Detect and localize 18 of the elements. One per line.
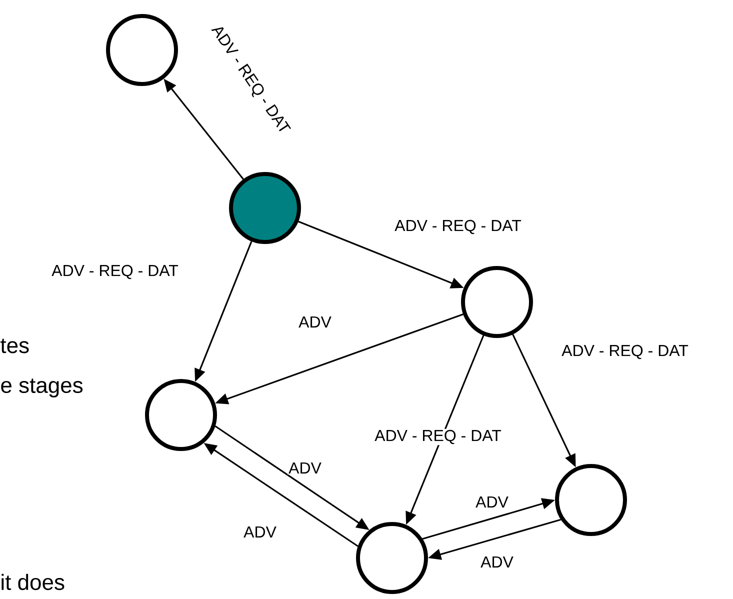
circle-node bbox=[145, 378, 217, 451]
edge-label: ADV - REQ - DAT bbox=[560, 344, 690, 360]
edge-label: ADV bbox=[474, 495, 510, 508]
edge-label: ADV - REQ - DAT bbox=[394, 218, 522, 236]
circle-node bbox=[461, 266, 533, 338]
edge-label: ADV bbox=[242, 525, 278, 538]
circle-node bbox=[229, 172, 301, 244]
text-fragment: e stages bbox=[1, 378, 83, 398]
edge-label: ADV - REQ - DAT bbox=[50, 264, 180, 280]
edge-label: ADV bbox=[480, 555, 514, 568]
circle-node bbox=[356, 522, 428, 594]
edge-label: ADV bbox=[288, 461, 322, 474]
edge-label: ADV - REQ - DAT bbox=[374, 428, 502, 446]
circle-node bbox=[555, 464, 627, 536]
circle-node bbox=[106, 14, 178, 86]
text-fragment: tes bbox=[0, 338, 29, 354]
text-fragment: it does bbox=[2, 574, 64, 590]
edge-label: ADV bbox=[298, 315, 332, 328]
